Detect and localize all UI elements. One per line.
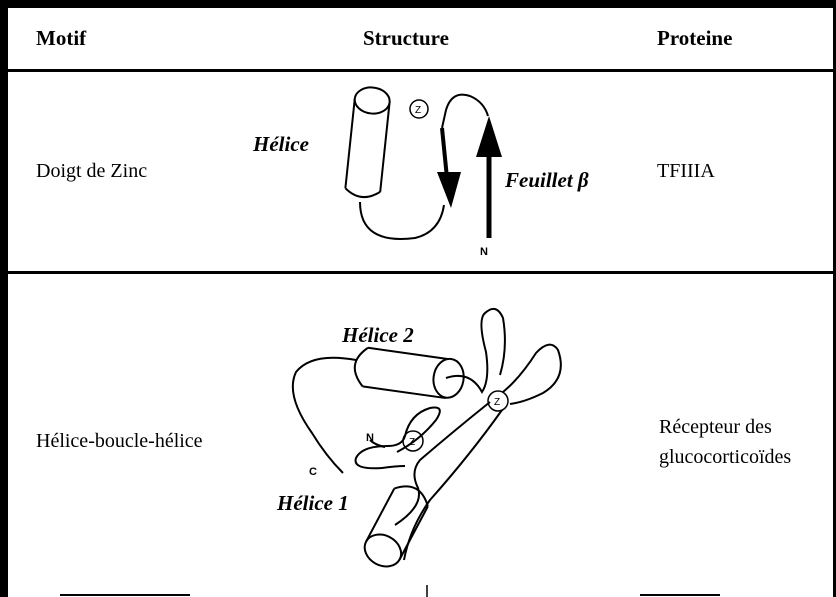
hlh-diagram — [293, 309, 561, 597]
zinc-finger-backbone-loop — [360, 202, 444, 239]
label-helix-2: Hélice 2 — [341, 323, 414, 347]
label-n-terminus-hlh: N — [366, 432, 374, 444]
helix2-cylinder — [352, 346, 466, 400]
zinc-label-a: Z — [494, 397, 500, 408]
label-beta-sheet: Feuillet β — [504, 168, 589, 192]
label-c-terminus-hlh: C — [309, 466, 317, 478]
hlh-right-lobe — [503, 345, 561, 404]
beta-strand-up-arrowhead — [476, 116, 502, 157]
zinc-finger-backbone-turn — [442, 95, 488, 128]
zinc-label: Z — [415, 105, 421, 116]
c-terminal-loop — [293, 358, 356, 473]
label-helix-1: Hélice 1 — [276, 491, 349, 515]
label-n-terminus-zinc-finger: N — [480, 246, 488, 258]
hlh-diagonal-strand-inner — [395, 402, 490, 525]
zinc-label-b: Z — [409, 437, 415, 448]
helix1-cylinder — [359, 480, 432, 573]
beta-strand-down-arrowhead — [437, 172, 461, 208]
zinc-finger-diagram — [345, 86, 502, 239]
beta-strand-down — [442, 128, 447, 178]
label-helix: Hélice — [252, 132, 309, 156]
zinc-finger-helix-cylinder — [345, 86, 391, 199]
